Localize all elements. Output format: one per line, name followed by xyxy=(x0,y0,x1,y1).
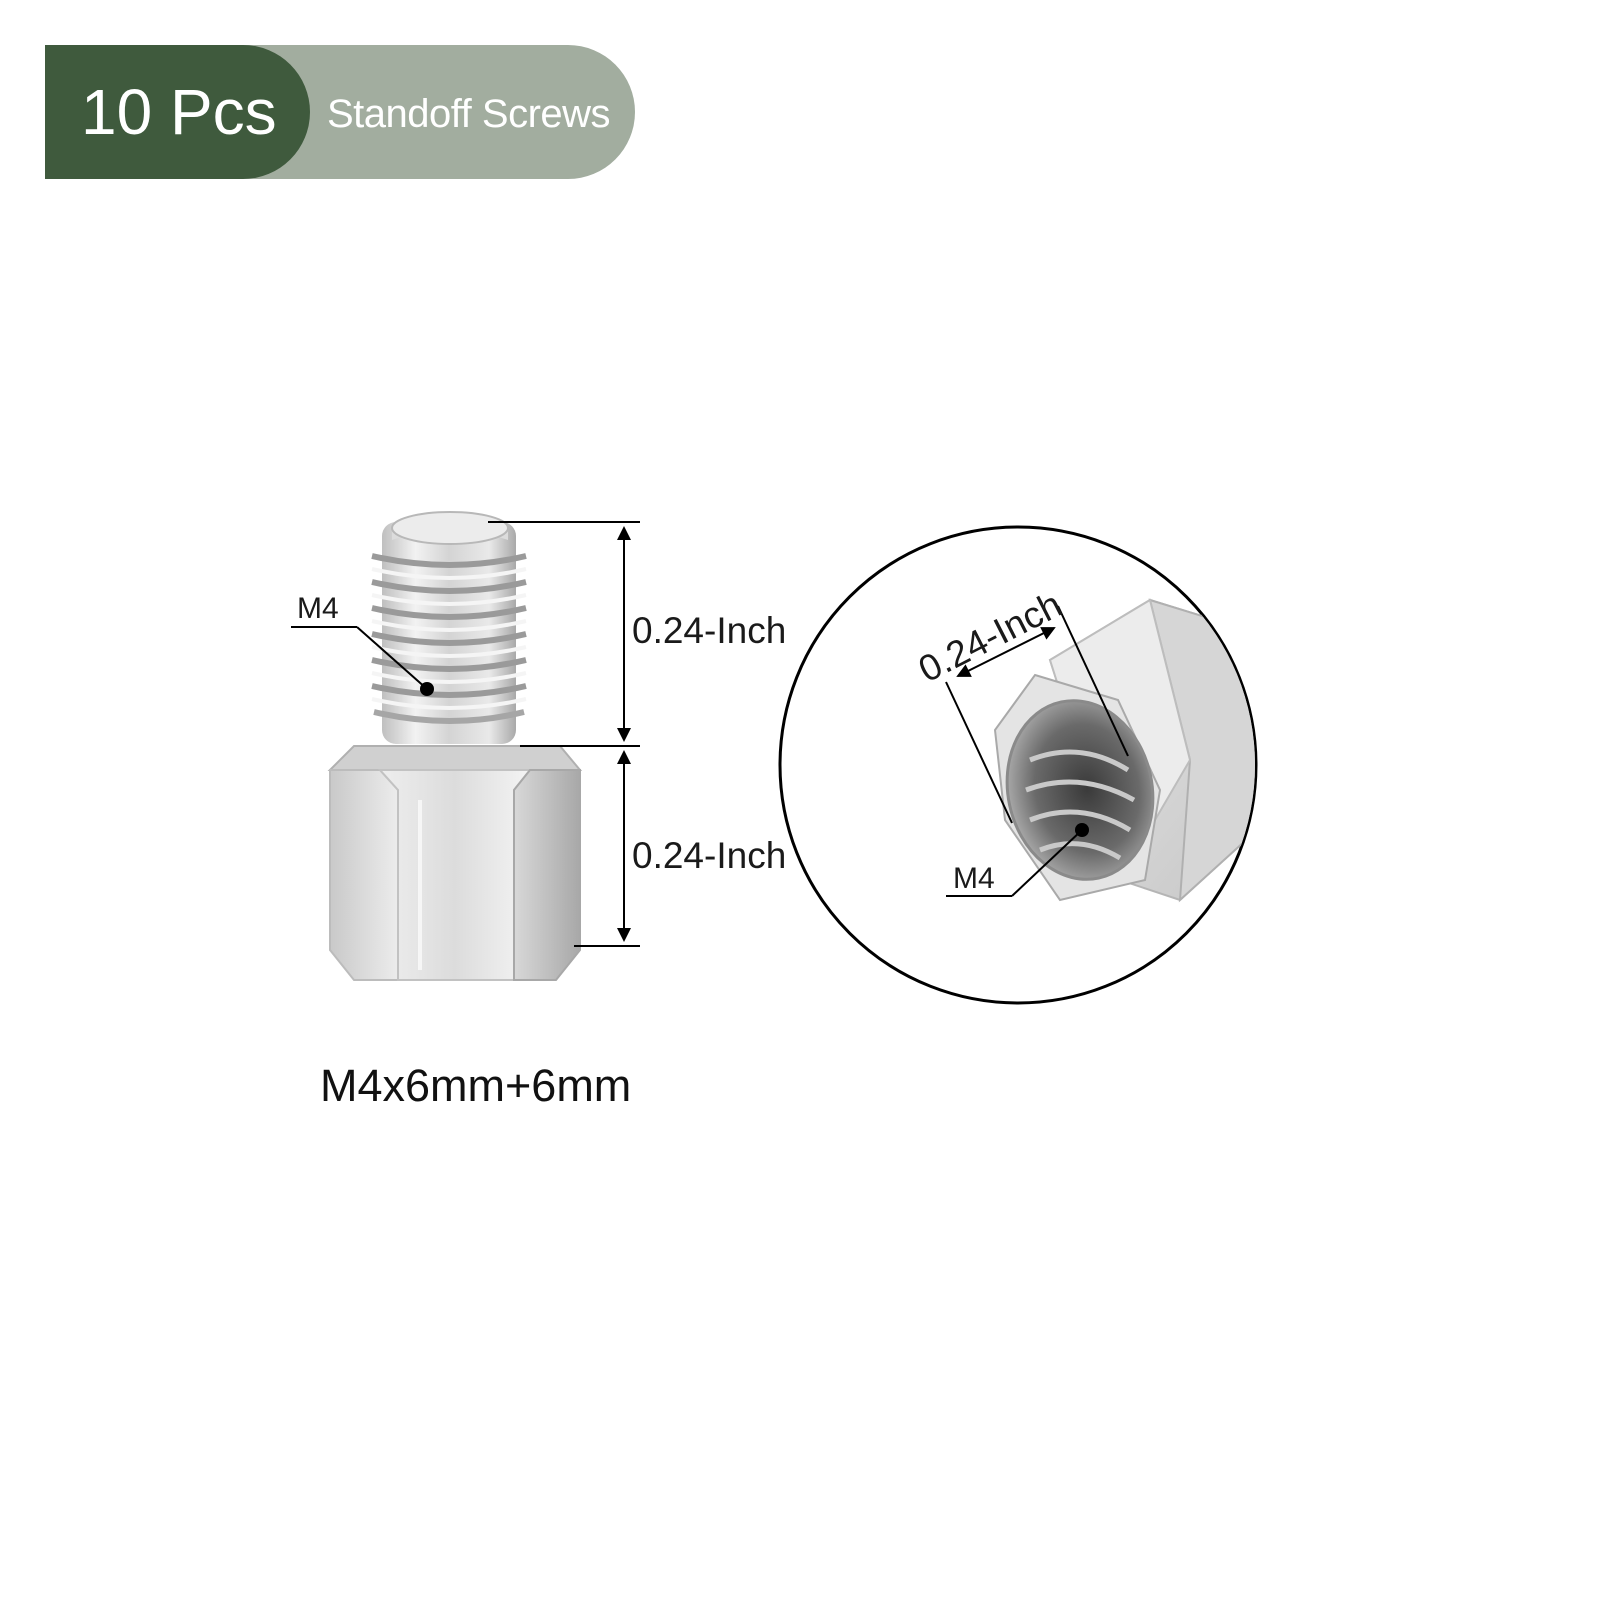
badge-count-panel xyxy=(45,45,310,179)
standoff-screw-illustration xyxy=(327,511,583,981)
female-end-detail-view: 0.24-Inch M4 xyxy=(778,525,1258,1005)
callout-dot xyxy=(420,682,434,696)
stud-length-dimension: 0.24-Inch xyxy=(488,521,786,747)
body-length-label: 0.24-Inch xyxy=(632,835,786,876)
hex-body xyxy=(327,745,583,981)
size-caption: M4x6mm+6mm xyxy=(320,1060,632,1111)
threaded-stud xyxy=(371,511,527,744)
body-length-dimension: 0.24-Inch xyxy=(574,750,786,947)
stud-thread-label: M4 xyxy=(297,592,339,625)
bore-thread-label: M4 xyxy=(953,862,995,895)
callout-dot xyxy=(1075,823,1089,837)
stud-thread-callout: M4 xyxy=(291,592,434,696)
badge-count: 10 Pcs xyxy=(81,76,277,148)
badge-title: Standoff Screws xyxy=(327,92,611,136)
stud-length-label: 0.24-Inch xyxy=(632,610,786,651)
